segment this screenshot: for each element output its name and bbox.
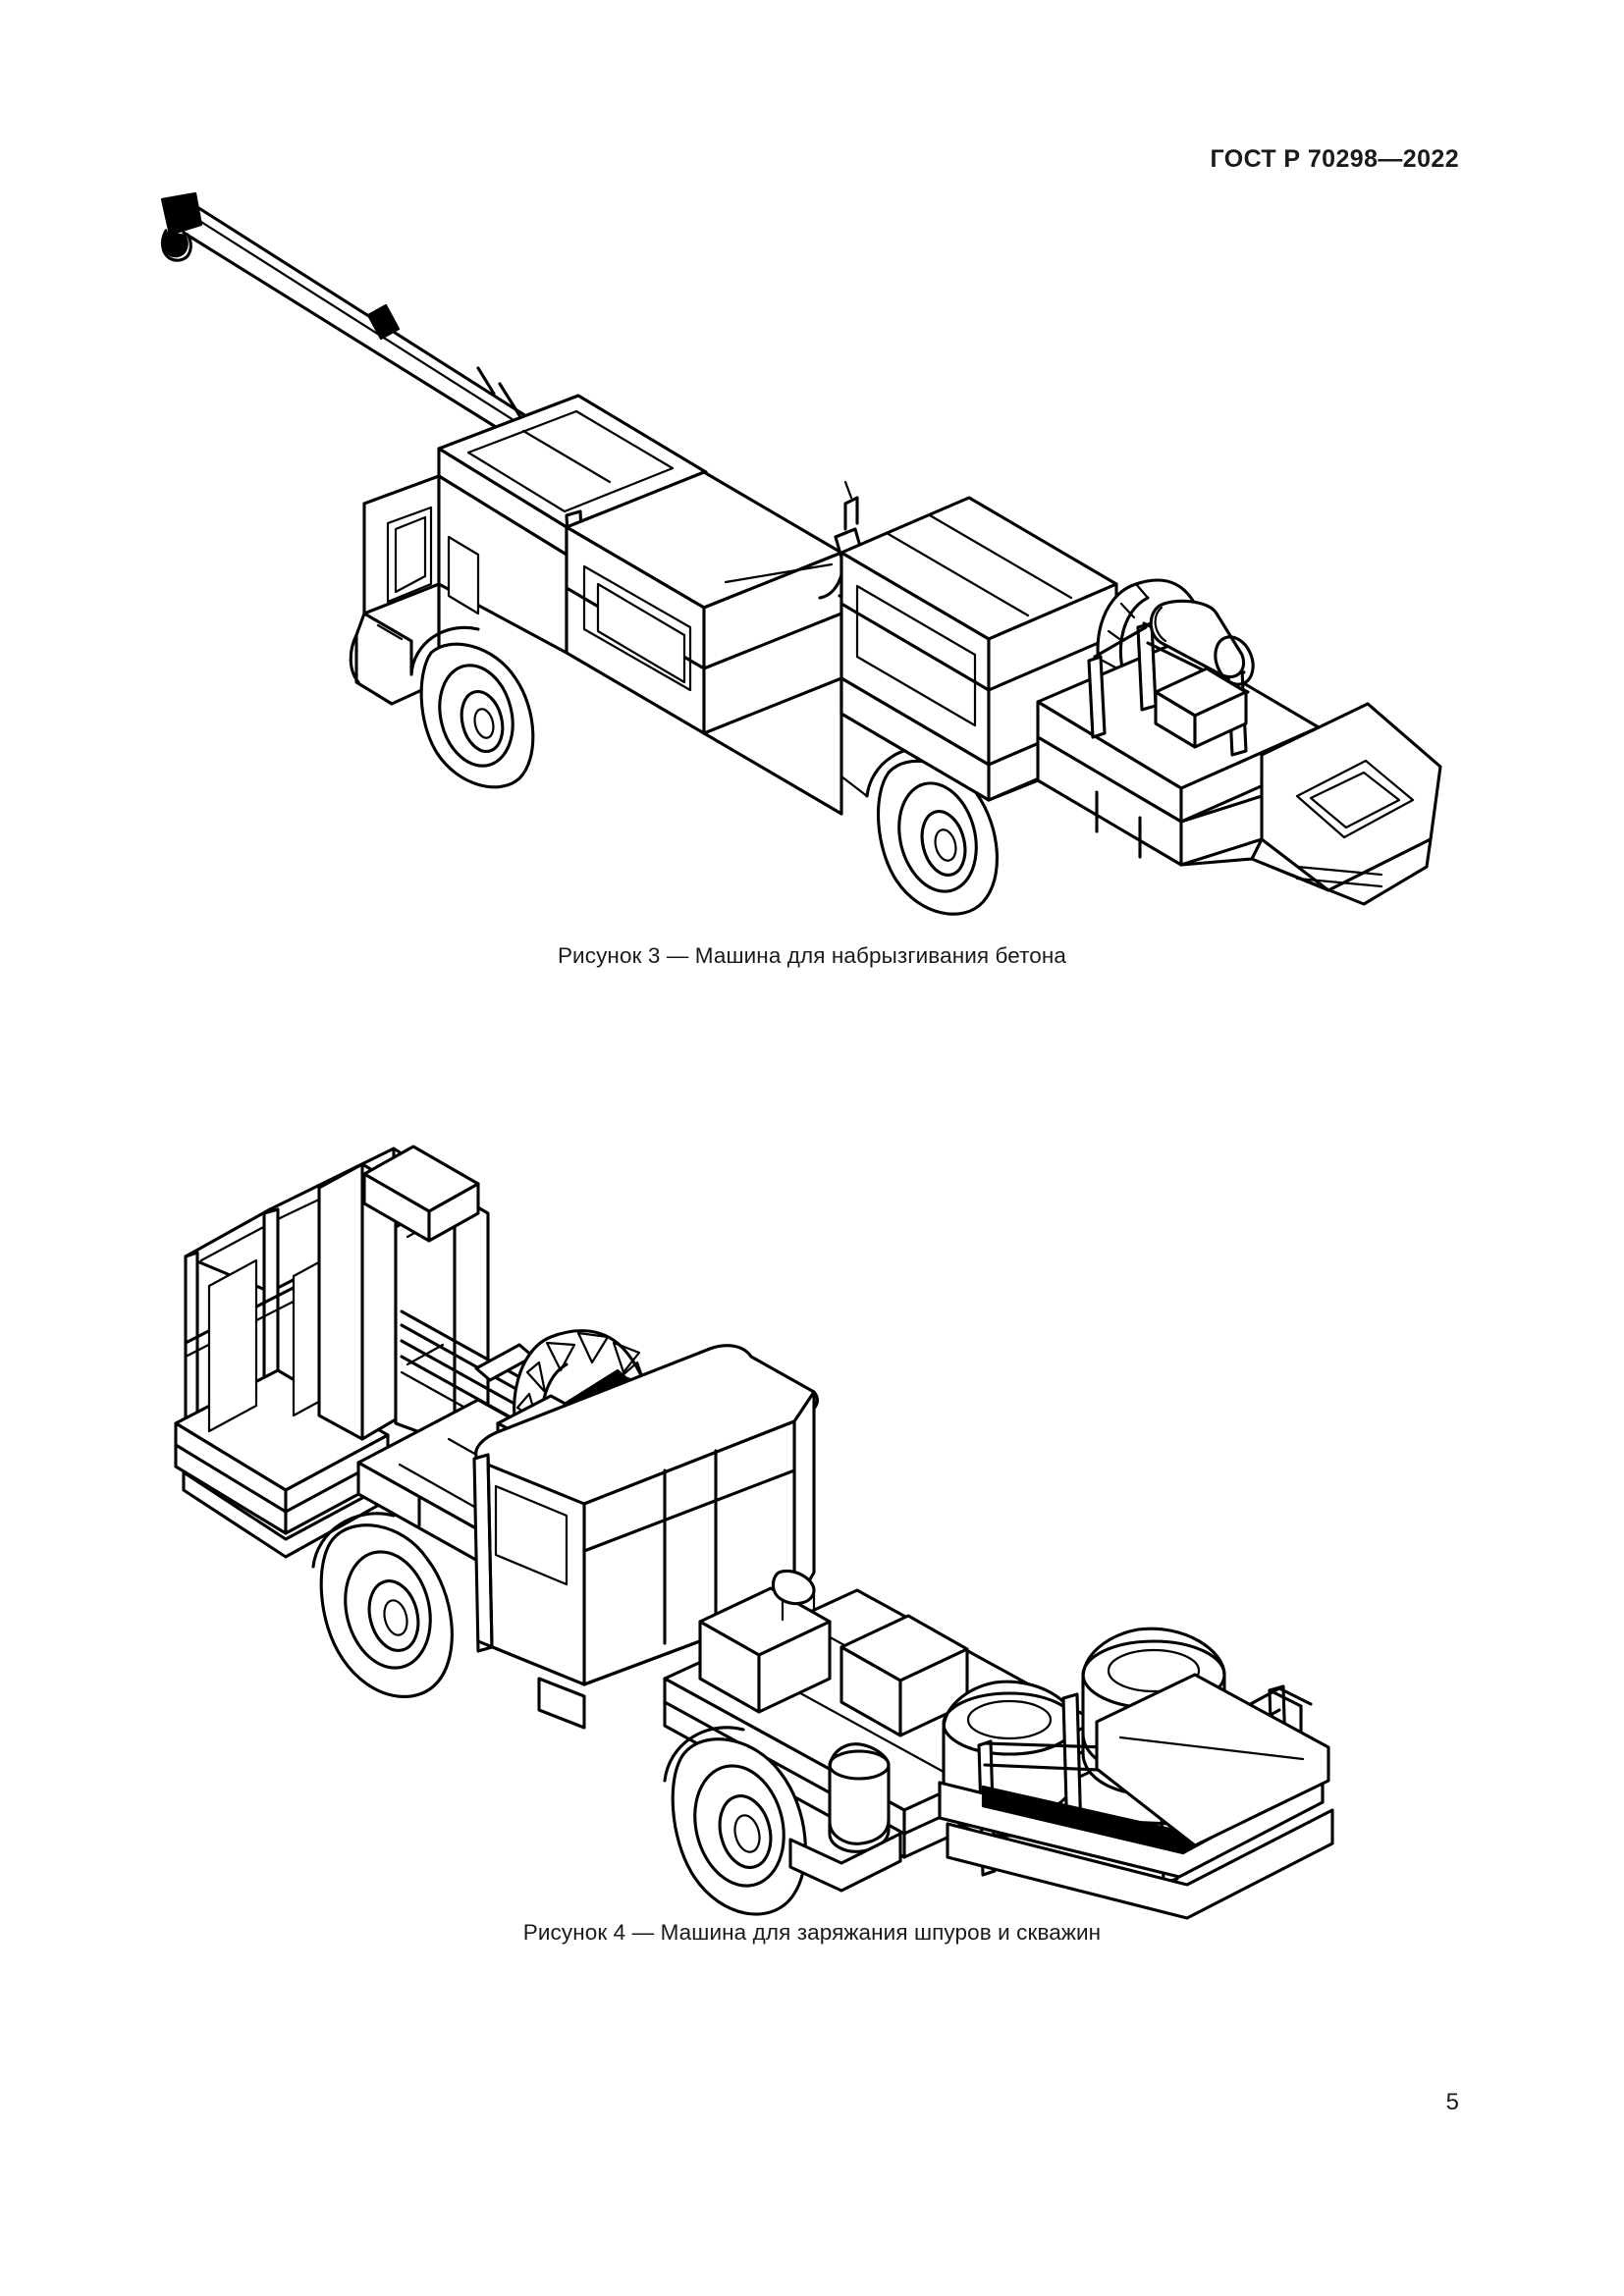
mast-column <box>317 1145 490 1447</box>
chassis-side-rails <box>702 676 1040 816</box>
figure-4-block: Рисунок 4 — Машина для заряжания шпуров … <box>0 1129 1624 1946</box>
rear-wheel <box>663 1726 807 1916</box>
figure-3-caption: Рисунок 3 — Машина для набрызгивания бет… <box>557 943 1067 968</box>
front-wheel <box>409 625 535 789</box>
engine-deck <box>565 470 865 735</box>
rear-body-tail <box>1036 702 1442 906</box>
rear-bumper <box>1095 1673 1330 1847</box>
figure-4-caption: Рисунок 4 — Машина для заряжания шпуров … <box>522 1920 1102 1945</box>
figure-3-block: Рисунок 3 — Машина для набрызгивания бет… <box>0 191 1624 969</box>
standard-designation-header: ГОСТ Р 70298—2022 <box>1210 145 1459 173</box>
lower-tail-apron <box>788 1832 902 1893</box>
deck-equipment-boxes <box>698 1570 969 1737</box>
figure-4-illustration <box>174 1145 1334 1920</box>
page-number: 5 <box>1445 2089 1459 2115</box>
figure-3-illustration <box>160 191 1442 916</box>
front-wheel <box>311 1512 454 1698</box>
